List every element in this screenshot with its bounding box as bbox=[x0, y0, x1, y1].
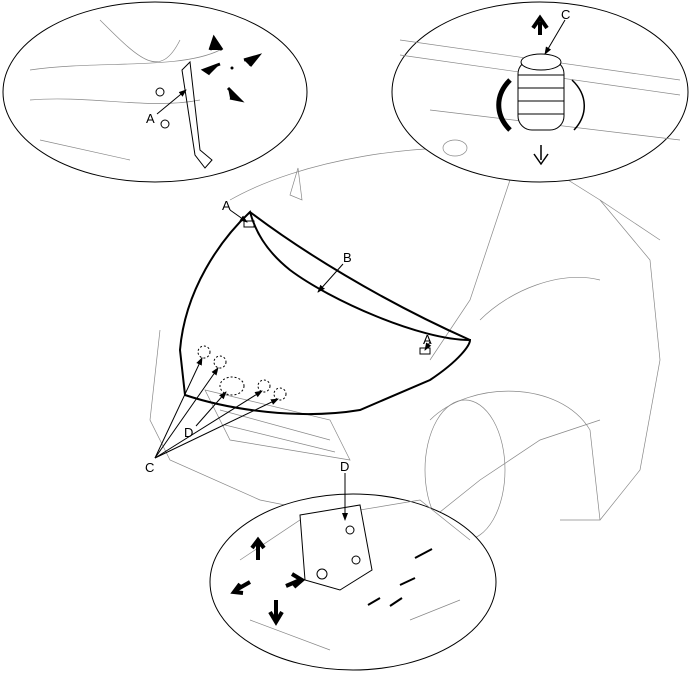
hinge-marks bbox=[243, 220, 431, 355]
hinge-a-left-label: A bbox=[222, 198, 231, 213]
bumper-circles bbox=[197, 345, 287, 401]
latch-detail: D bbox=[209, 459, 497, 671]
hinge-a-right-label: A bbox=[423, 332, 432, 347]
latch-d-label: D bbox=[184, 425, 193, 440]
bumpers-c-label: C bbox=[145, 460, 154, 475]
hinge-detail: A bbox=[2, 1, 308, 183]
hood-b-label: B bbox=[343, 250, 352, 265]
detail-bumper-c-label: C bbox=[561, 7, 570, 22]
bumper-detail: C bbox=[391, 1, 689, 183]
detail-hinge-a-label: A bbox=[146, 111, 155, 126]
leader-lines bbox=[154, 209, 432, 459]
hood-outline bbox=[178, 210, 472, 416]
detail-latch-d-label: D bbox=[340, 459, 349, 474]
